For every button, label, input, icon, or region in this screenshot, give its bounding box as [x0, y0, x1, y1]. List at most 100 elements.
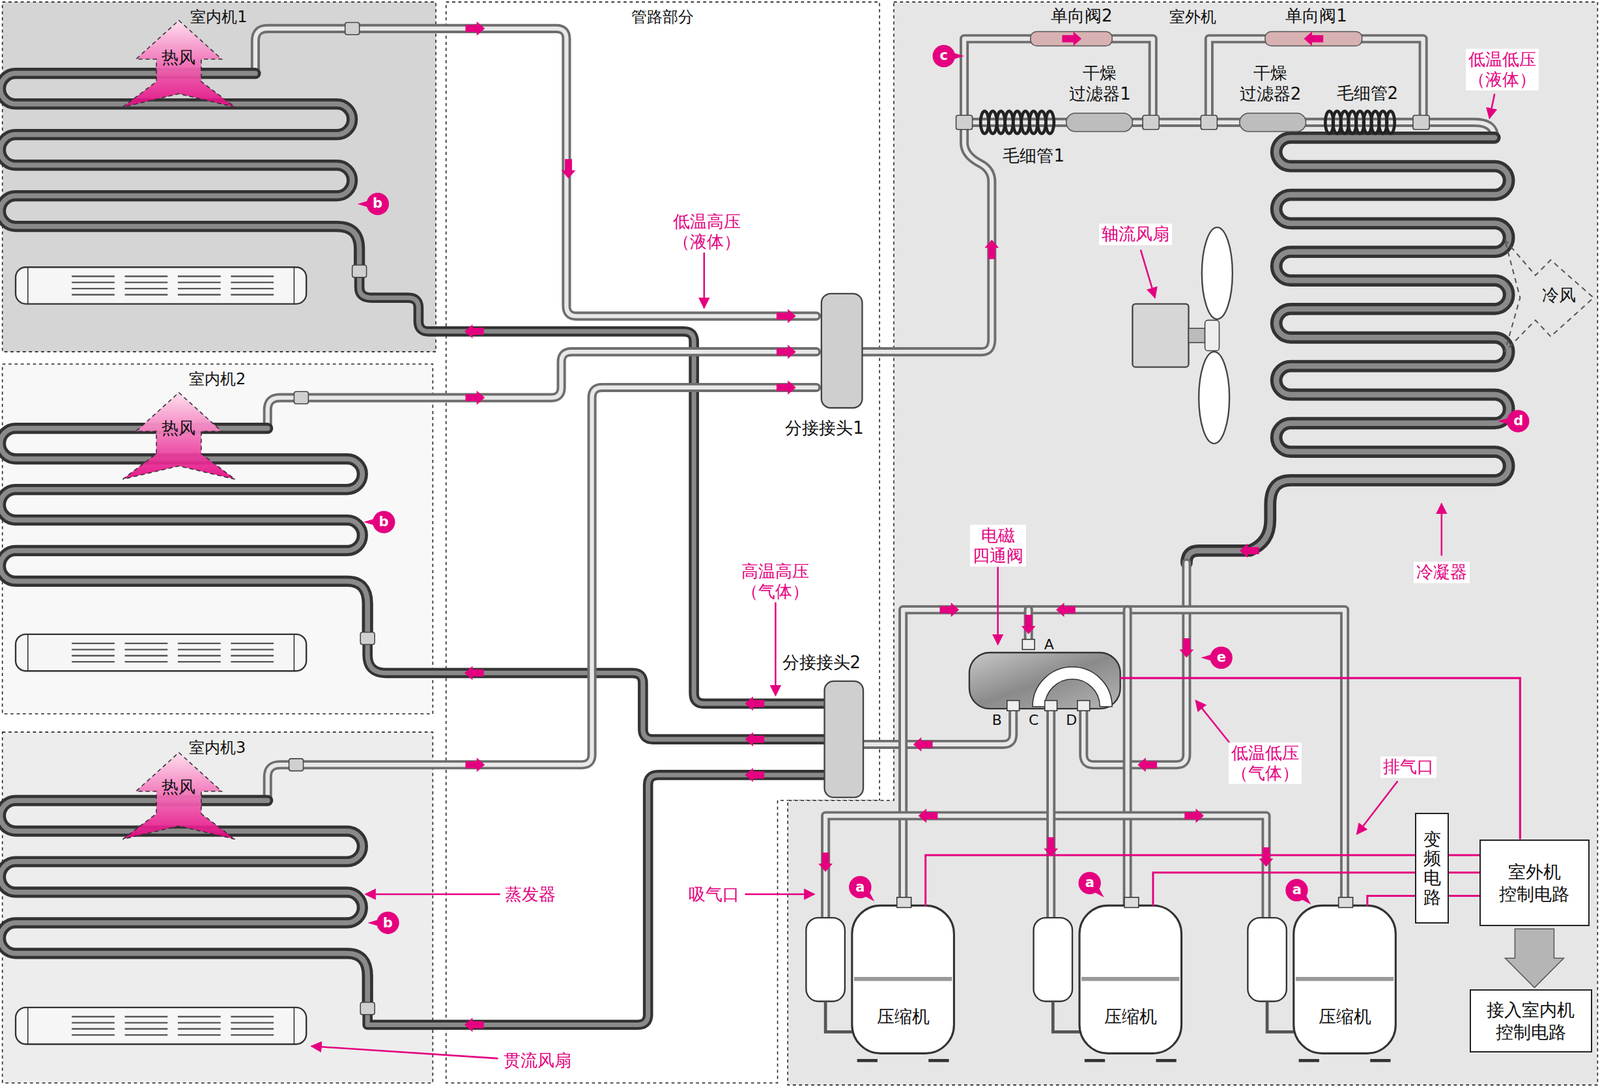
part-label: 冷风 — [1542, 285, 1576, 307]
pipe-fitting — [360, 632, 375, 645]
pipe — [1186, 137, 1509, 563]
pipe-core — [1048, 705, 1053, 920]
pipe — [1046, 705, 1056, 920]
callout-circle — [932, 44, 956, 68]
callout-letter: c — [940, 48, 948, 65]
cross-flow-fan — [15, 267, 307, 304]
flow-arrow — [464, 324, 485, 339]
fan-cap — [293, 1007, 296, 1045]
flow-arrow — [1184, 809, 1204, 824]
flow-arrow — [1061, 31, 1082, 47]
part-label: 毛细管2 — [1336, 84, 1399, 105]
pink-label: 轴流风扇 — [1099, 224, 1172, 246]
accumulator-pipe — [1267, 1001, 1294, 1032]
port-label: D — [1065, 712, 1077, 729]
fan-slat — [125, 293, 169, 296]
pipe — [0, 73, 360, 268]
valve-port — [1077, 700, 1090, 712]
callout-letter: b — [378, 514, 389, 531]
flow-arrow — [744, 696, 765, 711]
pipe-core — [0, 800, 369, 1005]
flow-arrow — [1179, 638, 1194, 658]
flow-arrow — [1137, 757, 1158, 772]
pipe-core — [825, 816, 1266, 921]
indoor-unit: 室内机2 — [1, 364, 433, 715]
callout-letter: b — [383, 915, 393, 932]
compressor-body — [1079, 905, 1182, 1054]
callout-circle — [1506, 409, 1529, 432]
flow-arrow — [464, 1018, 485, 1033]
accumulator — [1247, 917, 1286, 1002]
fan-slat — [177, 275, 221, 277]
hot-air-arrow — [122, 20, 235, 107]
fan-slat — [177, 1016, 221, 1018]
indoor-unit: 室内机1 — [1, 1, 436, 352]
pipe — [0, 800, 369, 1005]
flow-arrow — [561, 158, 576, 179]
fan-slat — [125, 1016, 169, 1018]
hot-air-arrow — [122, 392, 235, 480]
node-text: 室外机 控制电路 — [1484, 861, 1584, 906]
node-text: 室内机2 — [12, 369, 423, 389]
pipe — [863, 705, 1014, 744]
part-label: 干燥 过滤器1 — [1069, 63, 1131, 104]
capillary-coil — [1045, 111, 1055, 134]
compressor: 压缩机 — [1293, 906, 1397, 1055]
pipe-core — [367, 775, 825, 1026]
compressor-band — [1295, 977, 1394, 982]
part-label: 分接接头1 — [785, 418, 864, 439]
pink-label: 冷凝器 — [1413, 561, 1470, 584]
pipe — [862, 122, 993, 352]
fan-slat — [125, 275, 169, 277]
accumulator — [805, 917, 845, 1002]
fan-cap — [293, 267, 296, 304]
node-text: 室内机3 — [12, 738, 423, 758]
pipe-core — [255, 28, 817, 317]
pipe-fitting — [352, 265, 367, 278]
fan-slat — [230, 1028, 274, 1030]
leader-line — [744, 893, 814, 896]
flow-arrow — [939, 602, 959, 617]
leader-line — [1357, 781, 1399, 834]
callout-letter: b — [372, 196, 383, 213]
fan-slat — [177, 1034, 221, 1036]
part-label: 单向阀1 — [1285, 5, 1348, 27]
fan-slat — [125, 648, 169, 651]
compressor-band — [854, 977, 952, 982]
fan-slat — [230, 287, 274, 290]
fan-slat — [71, 282, 115, 284]
node-text: 变频电路 — [1423, 829, 1442, 908]
node-text: 管路部分 — [456, 7, 870, 27]
flow-arrow — [465, 757, 485, 772]
fan-slat — [230, 1016, 274, 1018]
outdoor-unit-region — [787, 1, 1598, 1086]
capillary-coil — [1386, 111, 1395, 134]
cold-air-arrow — [1504, 239, 1594, 352]
fan-slat — [177, 287, 221, 290]
pink-label: 蒸发器 — [502, 884, 559, 906]
pipe-fitting — [360, 1002, 375, 1015]
fan-slat — [125, 282, 169, 284]
pipe-core — [267, 387, 817, 801]
fan-slat — [177, 648, 221, 651]
node-text: 室外机 — [798, 7, 1588, 27]
fan-slat — [177, 642, 221, 645]
pipe-fitting — [289, 758, 304, 772]
fan-slat — [177, 655, 221, 657]
fan-slat — [230, 1034, 274, 1036]
accumulator — [1033, 917, 1073, 1002]
part-label: 干燥 过滤器2 — [1239, 63, 1302, 104]
callout-letter: a — [1292, 882, 1302, 900]
leader-line — [1489, 93, 1495, 119]
compressor-port — [1338, 897, 1354, 909]
callout-circle — [848, 876, 872, 899]
flow-arrow — [913, 737, 933, 752]
fan-slat — [230, 275, 274, 277]
compressor-band — [1081, 977, 1180, 982]
flow-arrow — [1259, 847, 1274, 868]
cross-flow-fan — [15, 634, 307, 672]
leader-line — [774, 601, 777, 696]
